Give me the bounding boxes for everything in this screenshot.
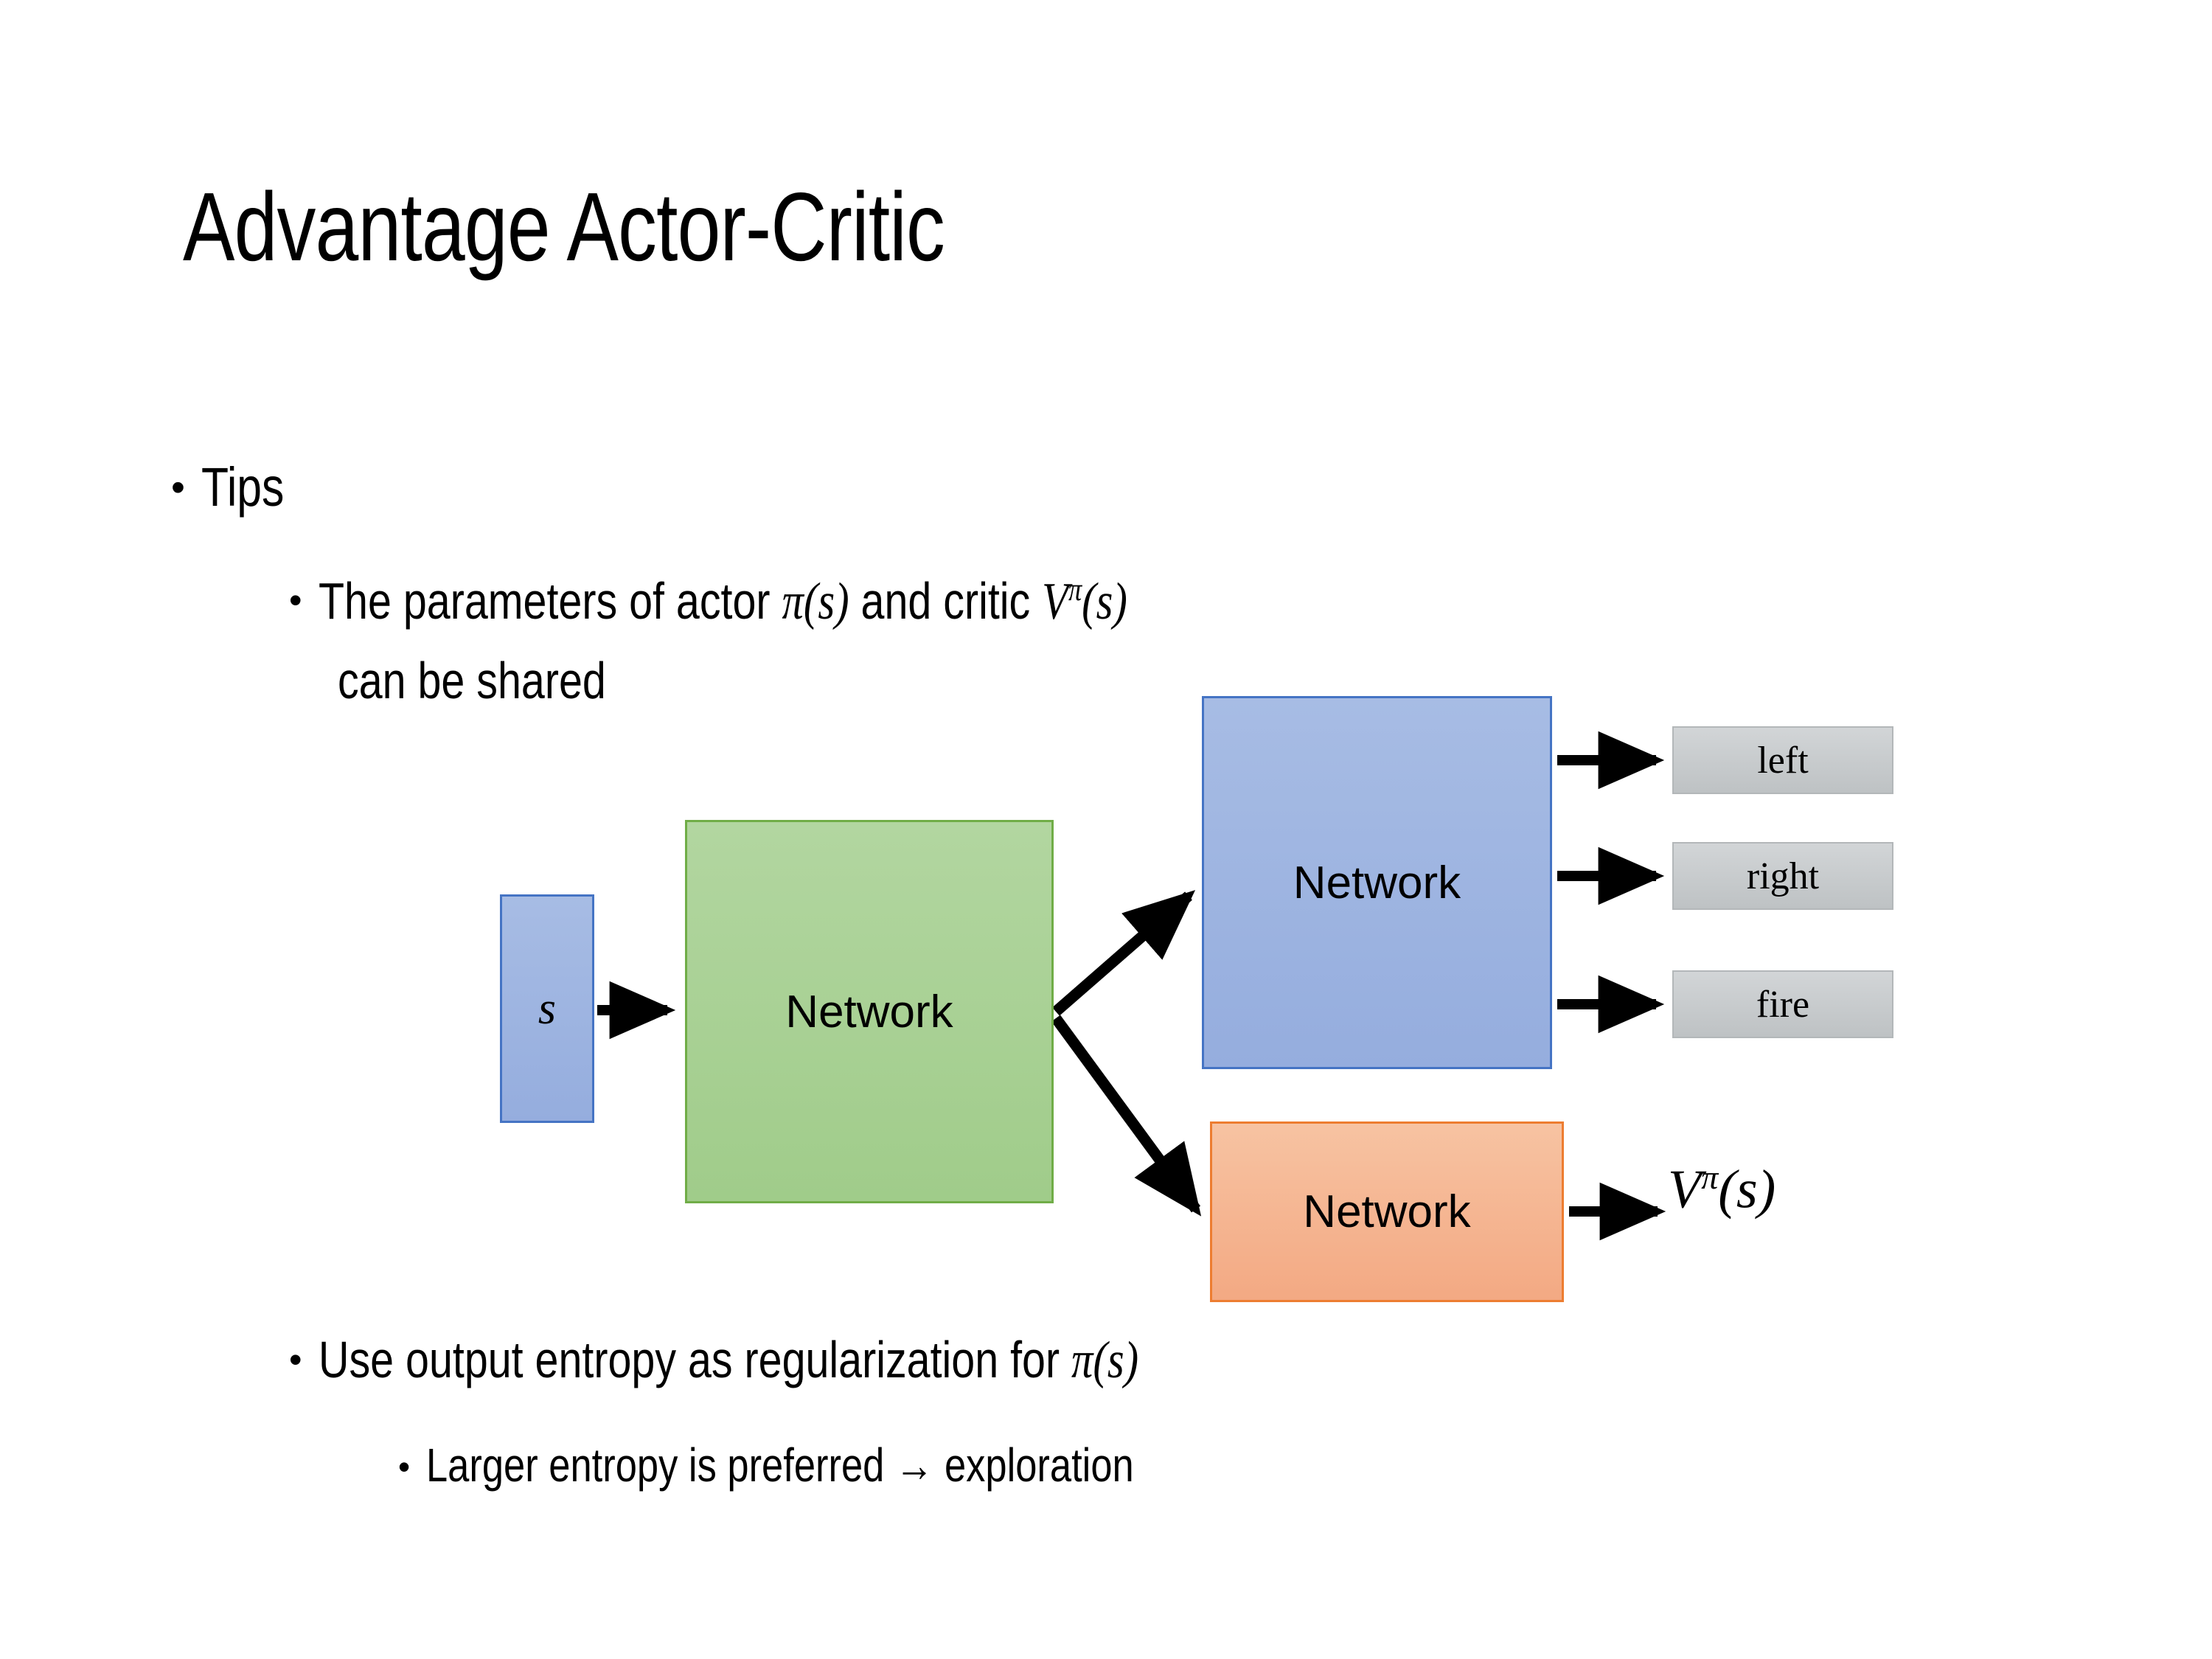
bullet-marker-icon: • [398,1447,411,1486]
shared-network-label: Network [785,986,953,1037]
bullet-shared-params: • The parameters of actor π(s) and criti… [289,571,1304,631]
bullet-tips: • Tips [171,456,302,518]
actor-network-box[interactable]: Network [1202,696,1552,1069]
math-pi-of-s: π(s) [1071,1331,1138,1389]
action-box-fire[interactable]: fire [1672,970,1893,1038]
action-box-left[interactable]: left [1672,726,1893,794]
bullet-tips-label: Tips [201,456,285,518]
bullet-larger-entropy: • Larger entropy is preferred → explorat… [398,1439,1289,1492]
value-v-superscript: π [1701,1158,1719,1196]
bullet-marker-icon: • [289,1339,302,1380]
value-v-base: V [1668,1159,1702,1220]
bullet-entropy-regularization: • Use output entropy as regularization f… [289,1331,1318,1390]
action-label-fire: fire [1756,983,1810,1026]
math-pi-of-s: π(s) [782,571,849,630]
value-v-arg: (s) [1718,1159,1776,1220]
math-v-base: V [1041,571,1068,630]
bullet-text-pre: The parameters of actor [318,571,782,630]
math-v-pi-of-s: Vπ(s) [1041,571,1127,630]
actor-network-label: Network [1293,857,1461,908]
bullet-continuation-label: can be shared [338,652,606,709]
action-label-left: left [1757,739,1809,782]
math-v-superscript: π [1068,571,1082,608]
math-v-arg: (s) [1081,571,1127,630]
arrow-shared-to-actor [1052,890,1196,1016]
action-label-right: right [1746,855,1820,897]
bullet-text-mid: and critic [849,571,1042,630]
bullet-larger-entropy-label: Larger entropy is preferred → exploratio… [426,1439,1134,1492]
action-box-right[interactable]: right [1672,842,1893,910]
input-state-label: s [538,983,557,1034]
value-function-output-label: Vπ(s) [1668,1158,1775,1222]
critic-network-box[interactable]: Network [1210,1121,1564,1302]
bullet-text-pre: Use output entropy as regularization for [318,1331,1071,1388]
bullet-shared-params-continuation: can be shared [338,652,665,709]
bullet-marker-icon: • [289,580,302,621]
page-title: Advantage Actor-Critic [183,173,945,281]
bullet-marker-icon: • [171,465,185,509]
bullet-entropy-regularization-label: Use output entropy as regularization for… [319,1331,1138,1390]
input-state-box[interactable]: s [500,894,594,1123]
bullet-shared-params-label: The parameters of actor π(s) and critic … [319,571,1127,631]
arrow-shared-to-critic [1051,1015,1202,1217]
critic-network-label: Network [1303,1186,1471,1237]
shared-network-box[interactable]: Network [685,820,1054,1203]
